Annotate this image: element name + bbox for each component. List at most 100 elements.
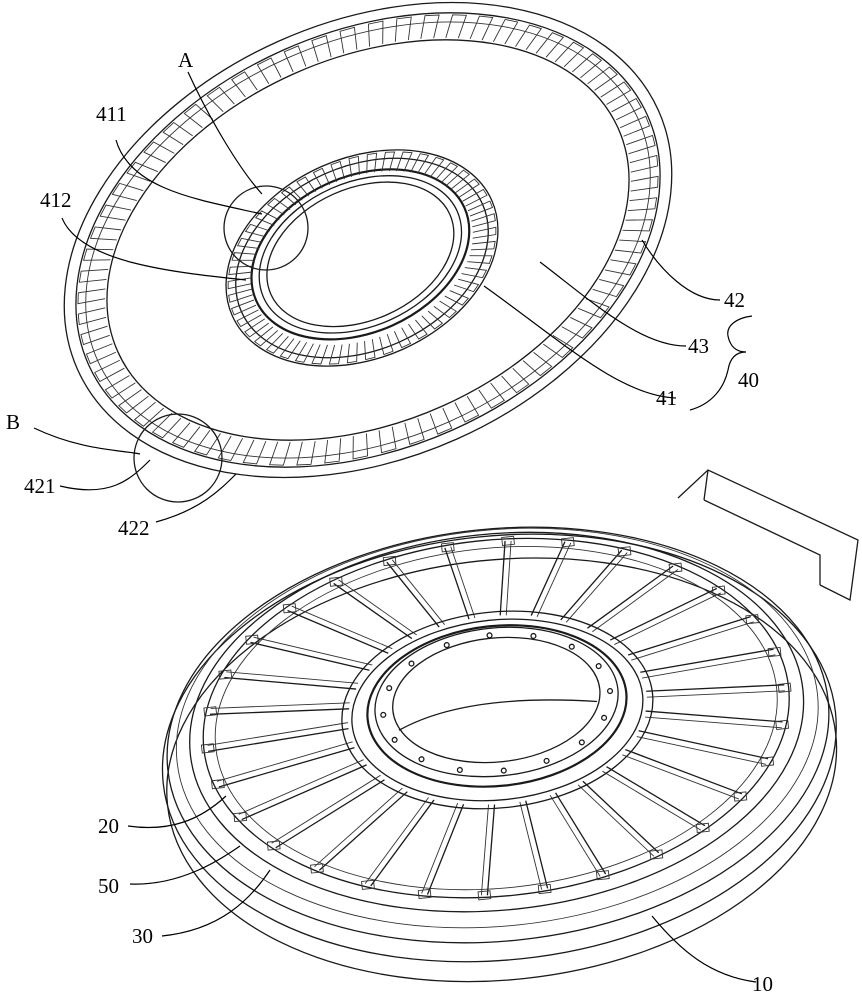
inner-tooth: [445, 169, 471, 190]
inner-tooth: [228, 265, 254, 276]
outer-tooth: [394, 16, 412, 42]
inner-tooth: [253, 326, 279, 347]
hub-bolt-holes: [380, 632, 614, 774]
outer-tooth: [126, 161, 159, 182]
spoke: [370, 799, 435, 887]
upper-disc-assembly: [63, 1, 673, 503]
inner-tooth: [348, 155, 360, 177]
inner-tooth: [396, 151, 413, 172]
outer-tooth: [611, 97, 642, 121]
inner-tooth: [381, 151, 396, 172]
spoke-edge: [253, 636, 373, 666]
spoke-edge: [614, 592, 721, 645]
spoke-foot: [329, 576, 343, 587]
outer-tooth: [104, 375, 136, 399]
outer-tooth: [85, 343, 117, 365]
inner-tooth: [236, 309, 262, 328]
radial-spokes: [200, 535, 792, 901]
bolt-hole: [500, 767, 507, 774]
inner-tooth: [265, 333, 289, 354]
spoke-foot: [200, 743, 215, 754]
inner-tooth: [421, 310, 444, 330]
inner-tooth: [379, 333, 394, 356]
outer-tooth: [627, 197, 658, 211]
inner-tooth: [433, 300, 457, 319]
spoke-edge: [450, 546, 476, 619]
spoke: [444, 547, 470, 620]
leader-20: [127, 795, 227, 829]
outer-tooth: [577, 298, 610, 319]
spoke-edge: [636, 736, 767, 765]
side-box: [677, 469, 859, 601]
spoke-foot: [477, 890, 492, 901]
spoke-edge: [210, 702, 350, 709]
spoke: [218, 746, 355, 788]
spoke: [587, 565, 674, 629]
spoke: [224, 676, 357, 690]
outer-tooth: [171, 422, 201, 448]
bolt-hole: [486, 632, 493, 639]
spoke: [209, 708, 350, 715]
outer-tooth: [82, 248, 114, 261]
spoke-foot: [595, 870, 610, 881]
inner-tooth: [311, 344, 328, 365]
bolt-hole: [578, 739, 585, 746]
spoke-edge: [216, 741, 353, 782]
outer-tooth: [515, 24, 543, 51]
inner-tooth: [279, 338, 301, 360]
spoke-edge: [602, 770, 702, 831]
spoke-edge: [391, 559, 446, 625]
spoke-foot: [501, 535, 515, 546]
detail-circle-b: [133, 413, 223, 503]
spoke: [275, 779, 385, 849]
bolt-hole: [443, 642, 450, 649]
spoke-foot: [745, 614, 760, 625]
spoke: [426, 804, 465, 895]
label-20: 20: [98, 814, 119, 838]
bolt-hole: [601, 714, 608, 721]
spoke: [499, 540, 506, 616]
spoke: [610, 587, 718, 641]
outer-tooth: [454, 396, 480, 423]
spoke-foot: [711, 585, 726, 596]
outer-tooth: [501, 367, 530, 394]
label-10: 10: [752, 972, 773, 996]
base-body: [161, 526, 838, 983]
outer-tooth: [572, 53, 603, 79]
inner-tooth: [254, 210, 280, 226]
hub-inner-shade: [398, 699, 598, 731]
outer-tooth: [561, 317, 593, 339]
inner-tooth: [330, 160, 345, 183]
outer-tooth: [311, 35, 332, 62]
outer-tooth: [554, 41, 585, 68]
outer-tooth: [324, 438, 342, 464]
spoke-edge: [646, 690, 785, 698]
outer-tooth: [429, 407, 453, 435]
spoke-foot: [417, 888, 432, 900]
spoke: [250, 641, 370, 671]
spoke-edge: [480, 804, 489, 896]
bolt-hole: [386, 685, 393, 692]
bolt-hole: [456, 766, 463, 774]
outer-tooth: [99, 204, 132, 221]
inner-tooth: [435, 162, 459, 183]
outer-tooth: [230, 71, 258, 98]
inner-tooth: [312, 167, 331, 189]
outer-tooth: [77, 307, 107, 326]
spoke-foot: [617, 546, 632, 557]
spoke-edge: [207, 722, 348, 746]
spoke-edge: [271, 774, 381, 844]
spoke: [555, 792, 607, 875]
outer-tooth: [587, 66, 618, 91]
bolt-hole: [595, 663, 602, 670]
spoke-foot: [282, 603, 297, 614]
inner-tooth: [228, 288, 253, 303]
label-421: 421: [24, 474, 56, 498]
spoke-edge: [536, 542, 572, 617]
leader-42: [641, 239, 721, 301]
spoke-edge: [421, 802, 459, 894]
spoke-edge: [549, 794, 601, 877]
outer-tooth: [604, 259, 637, 276]
